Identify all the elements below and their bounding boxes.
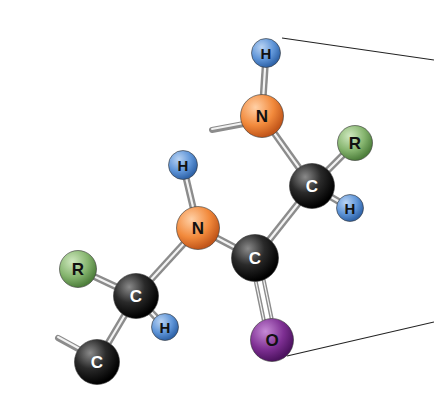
bond xyxy=(151,312,156,317)
leader-line xyxy=(282,38,434,60)
atom-symbol: C xyxy=(231,234,279,282)
atom-symbol: R xyxy=(337,125,373,161)
atom-symbol: H xyxy=(151,313,179,341)
atom-sphere: H xyxy=(336,194,364,222)
atom-sphere: C xyxy=(289,163,335,209)
bond xyxy=(274,133,299,168)
atom-symbol: C xyxy=(113,273,159,319)
atom-sphere: C xyxy=(113,273,159,319)
bond-stub xyxy=(212,123,244,130)
atom-sphere: H xyxy=(151,313,179,341)
bond xyxy=(263,67,265,95)
atom-sphere: R xyxy=(337,125,373,161)
bond xyxy=(256,280,272,321)
atom-sphere: C xyxy=(231,234,279,282)
bond-stub xyxy=(58,337,80,350)
bond xyxy=(217,238,235,248)
bond xyxy=(108,315,125,343)
bond xyxy=(151,244,184,280)
atom-symbol: H xyxy=(251,38,281,68)
bond xyxy=(328,155,343,170)
atom-sphere: H xyxy=(168,150,198,180)
atom-sphere: N xyxy=(176,206,220,250)
atom-symbol: C xyxy=(74,339,120,385)
bond xyxy=(269,203,298,240)
atom-sphere: C xyxy=(74,339,120,385)
atom-symbol: N xyxy=(176,206,220,250)
atom-symbol: H xyxy=(168,150,198,180)
atom-symbol: H xyxy=(336,194,364,222)
atom-symbol: C xyxy=(289,163,335,209)
bond xyxy=(94,277,116,287)
leader-line xyxy=(287,322,434,356)
atom-sphere: R xyxy=(59,250,97,288)
bond xyxy=(331,197,339,201)
atom-symbol: R xyxy=(59,250,97,288)
atom-sphere: O xyxy=(250,318,294,362)
atom-sphere: N xyxy=(240,94,284,138)
atom-symbol: O xyxy=(250,318,294,362)
atom-symbol: N xyxy=(240,94,284,138)
atom-sphere: H xyxy=(251,38,281,68)
bond xyxy=(186,179,193,208)
